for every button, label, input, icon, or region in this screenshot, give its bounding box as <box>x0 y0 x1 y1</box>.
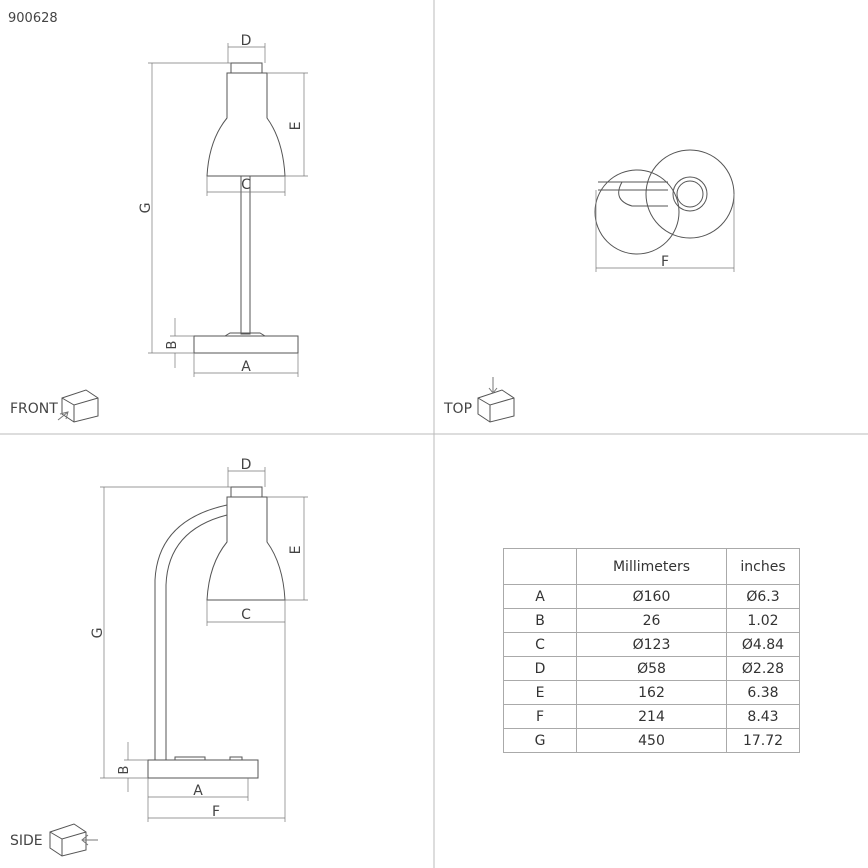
table-cell: 17.72 <box>726 728 800 753</box>
table-cell: 8.43 <box>726 704 800 729</box>
dim-label-c: C <box>241 177 251 193</box>
table-cell: A <box>503 584 577 609</box>
dim-label-g: G <box>138 203 154 214</box>
table-cell: 162 <box>576 680 727 705</box>
table-cell: C <box>503 632 577 657</box>
table-cell: 26 <box>576 608 727 633</box>
dim-label-a: A <box>241 359 251 375</box>
table-cell: 6.38 <box>726 680 800 705</box>
cube-front-icon <box>57 389 99 423</box>
cube-top-icon <box>477 377 515 423</box>
table-cell: Ø2.28 <box>726 656 800 681</box>
table-header-cell: inches <box>726 548 800 585</box>
table-cell: Ø58 <box>576 656 727 681</box>
view-label-front: FRONT <box>10 401 58 417</box>
table-cell: 1.02 <box>726 608 800 633</box>
table-cell: B <box>503 608 577 633</box>
side-dim-label-e: E <box>288 546 304 555</box>
table-cell: 450 <box>576 728 727 753</box>
view-label-top: TOP <box>443 401 472 417</box>
table-cell: D <box>503 656 577 681</box>
table-cell: 214 <box>576 704 727 729</box>
table-cell: G <box>503 728 577 753</box>
side-dim-label-f: F <box>212 804 220 820</box>
side-dim-label-c: C <box>241 607 251 623</box>
table-cell: Ø123 <box>576 632 727 657</box>
table-cell: E <box>503 680 577 705</box>
dim-label-e: E <box>288 122 304 131</box>
table-header-cell <box>503 548 577 585</box>
table-cell: Ø160 <box>576 584 727 609</box>
table-cell: Ø4.84 <box>726 632 800 657</box>
product-code: 900628 <box>8 11 58 26</box>
side-dim-label-g: G <box>90 628 106 639</box>
table-header-row: Millimeters inches <box>503 548 800 585</box>
side-dim-label-a: A <box>193 783 203 799</box>
table-cell: Ø6.3 <box>726 584 800 609</box>
table-header-cell: Millimeters <box>576 548 727 585</box>
front-view: C D A E G B FRONT <box>10 33 308 423</box>
side-dim-label-b: B <box>117 766 132 775</box>
dim-label-b: B <box>165 341 180 350</box>
table-cell: F <box>503 704 577 729</box>
top-view: F TOP <box>443 149 735 423</box>
view-label-side: SIDE <box>10 833 43 849</box>
dim-label-f: F <box>661 254 669 270</box>
side-dim-label-d: D <box>241 457 252 473</box>
side-view: C D A F E G B SIDE <box>10 457 308 857</box>
cube-side-icon <box>49 823 98 857</box>
dim-label-d: D <box>241 33 252 49</box>
